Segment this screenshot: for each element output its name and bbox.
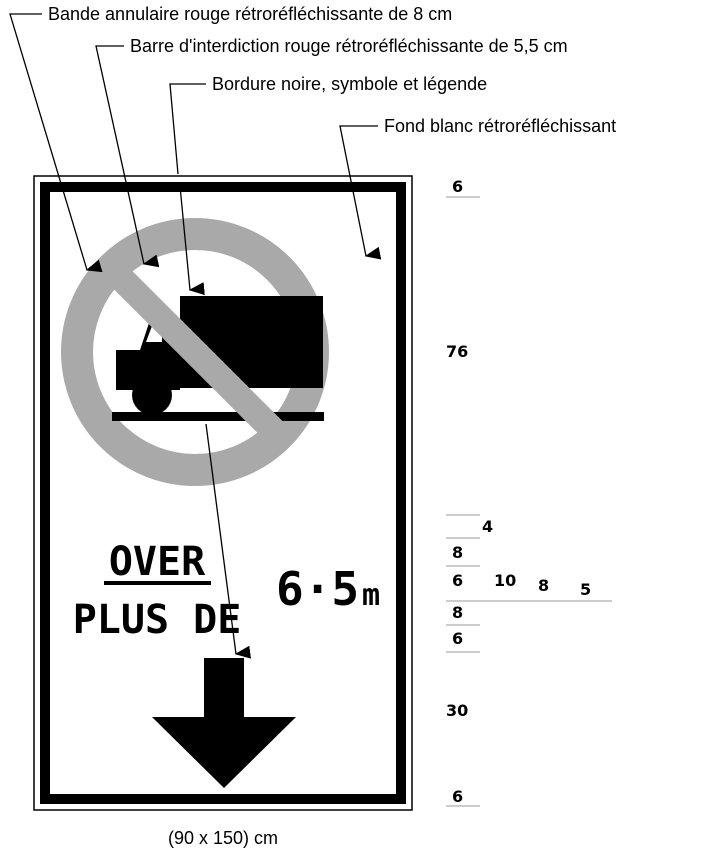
dim-arrow: 30 (446, 701, 468, 720)
truck-icon (112, 296, 324, 421)
dimension-lines (446, 196, 612, 807)
down-arrow-icon (152, 658, 296, 788)
dim-h3: 5 (580, 580, 591, 599)
dim-legend-c: 8 (452, 603, 463, 622)
dim-legend-d: 6 (452, 629, 463, 648)
dim-top-margin: 6 (452, 177, 463, 196)
legend-top: OVER (109, 539, 206, 585)
height-value: 6·5 (276, 562, 359, 616)
prohibition-bar (101, 258, 289, 446)
dim-legend-a: 8 (452, 543, 463, 562)
sign-black-border (40, 182, 406, 804)
dim-h2: 8 (538, 576, 549, 595)
dim-gap: 4 (482, 517, 493, 536)
callout-bar: Barre d'interdiction rouge rétroréfléchi… (130, 36, 568, 56)
callout-ring: Bande annulaire rouge rétroréfléchissant… (48, 4, 452, 24)
dim-symbol: 76 (446, 342, 468, 361)
dim-h1: 10 (494, 571, 516, 590)
dim-legend-b: 6 (452, 571, 463, 590)
callout-border: Bordure noire, symbole et légende (212, 74, 487, 94)
sign-size-caption: (90 x 150) cm (168, 828, 278, 848)
legend-bottom: PLUS DE (73, 597, 242, 643)
callout-leaders (9, 13, 382, 659)
callout-background: Fond blanc rétroréfléchissant (384, 116, 616, 136)
height-unit: m (362, 578, 380, 613)
dim-bottom-margin: 6 (452, 787, 463, 806)
